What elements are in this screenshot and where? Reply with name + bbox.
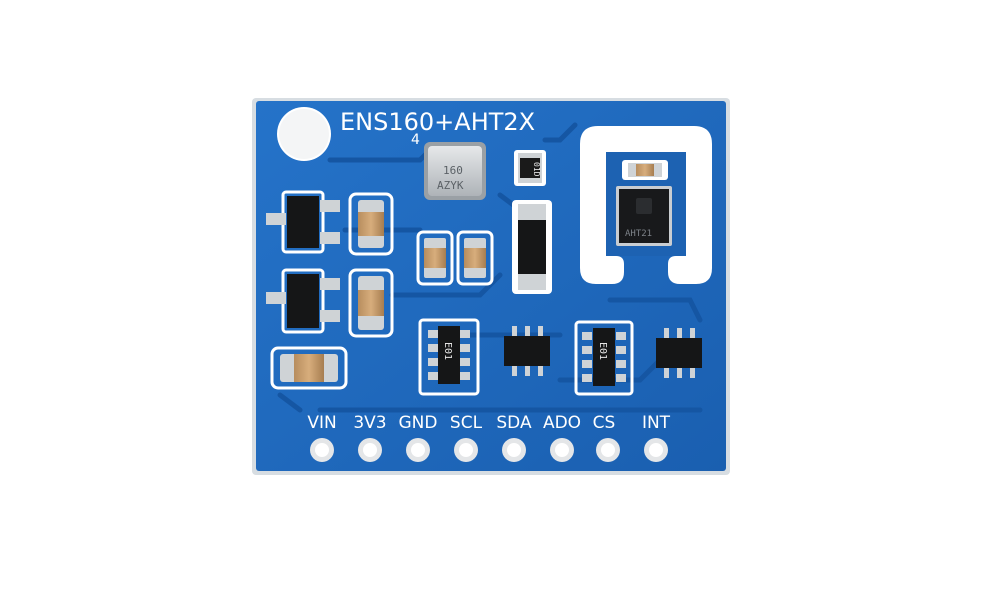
array-left-marking: E01 — [442, 342, 453, 360]
aht-marking: AHT21 — [625, 229, 652, 239]
transistor-1 — [266, 190, 340, 254]
pin-pad-3v3 — [358, 438, 382, 462]
ens160-marking-1: 160 — [443, 164, 463, 177]
pin-pad-scl — [454, 438, 478, 462]
board-title: ENS160+AHT2X — [340, 108, 535, 136]
pin-label-3v3: 3V3 — [353, 413, 386, 433]
mounting-hole — [277, 107, 331, 161]
pin-label-ado: ADO — [543, 413, 581, 433]
diode-component — [512, 200, 552, 294]
aht-capacitor — [622, 160, 668, 180]
pin-pad-ado — [550, 438, 574, 462]
capacitor-3 — [416, 230, 454, 286]
level-shifter-chip-1 — [504, 326, 550, 376]
array-right-marking: E01 — [597, 342, 608, 360]
capacitor-1 — [348, 192, 394, 256]
pin-pad-int — [644, 438, 668, 462]
pin-pad-cs — [596, 438, 620, 462]
pin-label-scl: SCL — [450, 413, 483, 433]
pin-pad-gnd — [406, 438, 430, 462]
capacitor-5 — [270, 346, 348, 390]
header-pads — [310, 438, 668, 462]
resistor-marking: 01D — [532, 162, 541, 177]
level-shifter-chip-2 — [656, 328, 702, 378]
capacitor-4 — [456, 230, 494, 286]
pin-label-int: INT — [642, 413, 671, 433]
pin-pad-sda — [502, 438, 526, 462]
resistor-array-left: E01 — [418, 318, 480, 396]
pin-label-vin: VIN — [307, 413, 336, 433]
resistor-01d: 01D — [514, 150, 546, 186]
aht21-sensor-chip: AHT21 — [616, 186, 672, 246]
ens160-sensor-chip: 160 AZYK — [424, 142, 486, 200]
ens160-marking-2: AZYK — [437, 179, 464, 192]
resistor-array-right: E01 — [574, 320, 634, 396]
pin-marker: 4 — [411, 132, 420, 148]
transistor-2 — [266, 268, 340, 334]
pin-label-sda: SDA — [496, 413, 532, 433]
capacitor-2 — [348, 268, 394, 338]
pin-label-gnd: GND — [399, 413, 438, 433]
pin-pad-vin — [310, 438, 334, 462]
pin-label-cs: CS — [593, 413, 616, 433]
pin-labels: VIN 3V3 GND SCL SDA ADO CS INT — [307, 413, 670, 433]
